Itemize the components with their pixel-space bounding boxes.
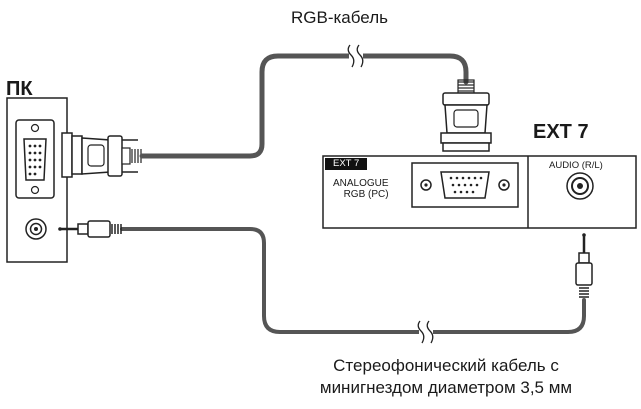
pc-audio-jack-icon: [25, 218, 47, 240]
ext-audio-jack-icon: [566, 172, 594, 200]
analogue-line1: ANALOGUE: [333, 178, 389, 189]
ext-vga-plug-icon: [440, 79, 492, 152]
ext-mini-jack-plug-icon: [575, 233, 593, 298]
caption-line2: минигнездом диаметром 3,5 мм: [319, 378, 573, 397]
ext7-title: EXT 7: [533, 121, 589, 143]
stereo-cable-caption: Стереофонический кабель с минигнездом ди…: [296, 355, 596, 399]
ext-vga-port-icon: [411, 162, 519, 208]
audio-cable: [120, 227, 586, 334]
rgb-cable-break-icon: [347, 44, 364, 68]
audio-rl-label: AUDIO (R/L): [549, 160, 603, 171]
rgb-cable: [139, 53, 469, 159]
audio-cable-break-icon: [417, 320, 434, 344]
pc-mini-jack-plug-icon: [58, 220, 122, 238]
caption-line1: Стереофонический кабель с: [333, 356, 559, 375]
analogue-line2: RGB (PC): [343, 189, 389, 200]
pc-vga-plug-icon: [61, 132, 142, 178]
ext7-badge: EXT 7: [325, 158, 368, 170]
pc-label: ПК: [6, 78, 33, 100]
rgb-cable-label: RGB-кабель: [291, 8, 388, 27]
pc-vga-port-icon: [15, 119, 55, 199]
analogue-rgb-label: ANALOGUE RGB (PC): [333, 178, 389, 200]
